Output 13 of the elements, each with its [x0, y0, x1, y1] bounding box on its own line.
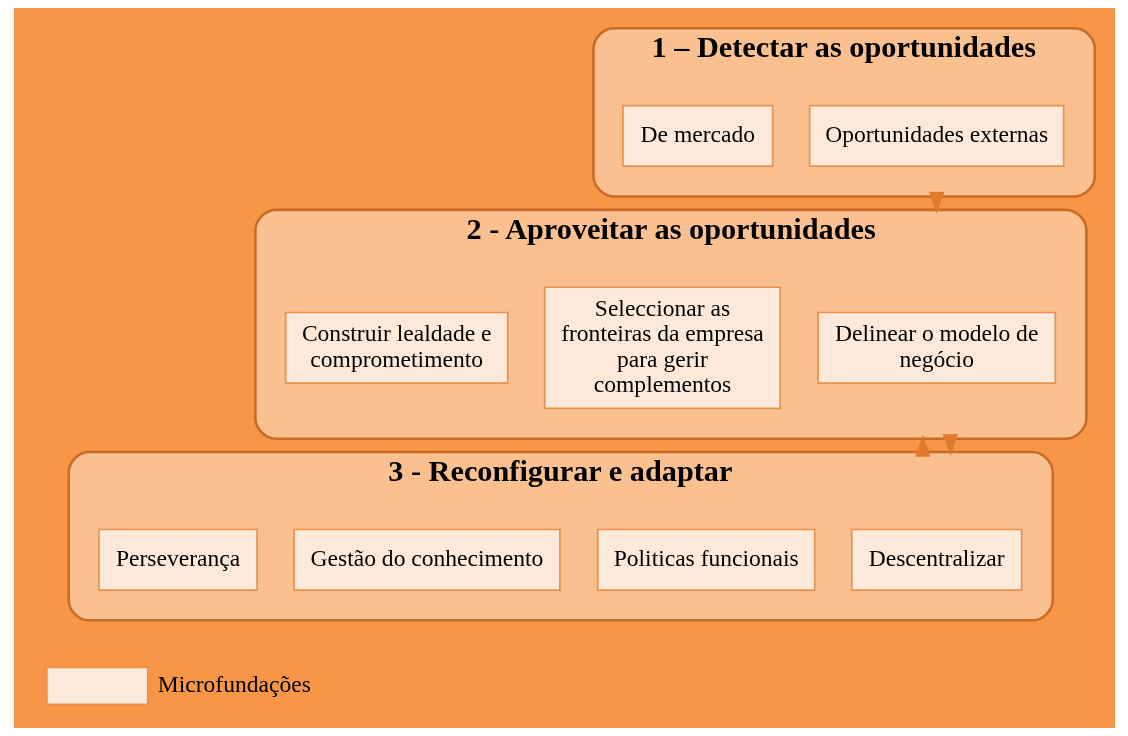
node-box: Delinear o modelo de negócio: [816, 311, 1056, 384]
arrow: [942, 433, 958, 456]
node-box: Descentralizar: [850, 528, 1022, 591]
node-box: Oportunidades externas: [808, 104, 1065, 167]
arrow: [914, 434, 930, 457]
node-box: De mercado: [621, 104, 773, 167]
legend-label: Microfundações: [157, 671, 311, 698]
node-box: Gestão do conhecimento: [292, 528, 561, 591]
node-box: Politicas funcionais: [596, 528, 816, 591]
node-box: Construir lealdade e comprometimento: [284, 311, 509, 384]
node-box: Seleccionar as fronteiras da empresa para gerir complementos: [543, 286, 781, 410]
node-box: Perseverança: [97, 528, 258, 591]
arrow: [928, 191, 944, 214]
